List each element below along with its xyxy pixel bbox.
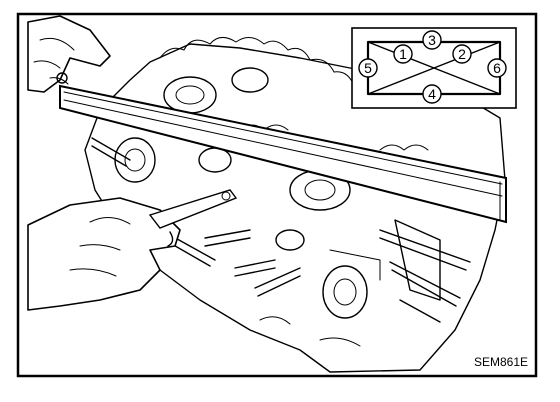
lower-hand bbox=[27, 189, 238, 311]
figure-code: SEM861E bbox=[474, 355, 528, 369]
inset-point-1: 1 bbox=[393, 44, 413, 64]
inset-label-6: 6 bbox=[493, 60, 501, 76]
inset-label-1: 1 bbox=[399, 46, 407, 62]
inset-label-2: 2 bbox=[458, 46, 466, 62]
upper-hand bbox=[27, 15, 111, 93]
inset-diagonal-b bbox=[367, 41, 501, 95]
inset-point-4: 4 bbox=[422, 84, 442, 104]
inset-point-2: 2 bbox=[452, 44, 472, 64]
inset-point-3: 3 bbox=[422, 30, 442, 50]
inset-point-5: 5 bbox=[358, 58, 378, 78]
inset-point-6: 6 bbox=[487, 58, 507, 78]
inset-label-3: 3 bbox=[428, 32, 436, 48]
inset-label-4: 4 bbox=[428, 86, 436, 102]
bolt-sequence-inset: 1 2 3 4 5 6 bbox=[351, 27, 517, 109]
straightedge bbox=[59, 84, 507, 224]
inset-label-5: 5 bbox=[364, 60, 372, 76]
